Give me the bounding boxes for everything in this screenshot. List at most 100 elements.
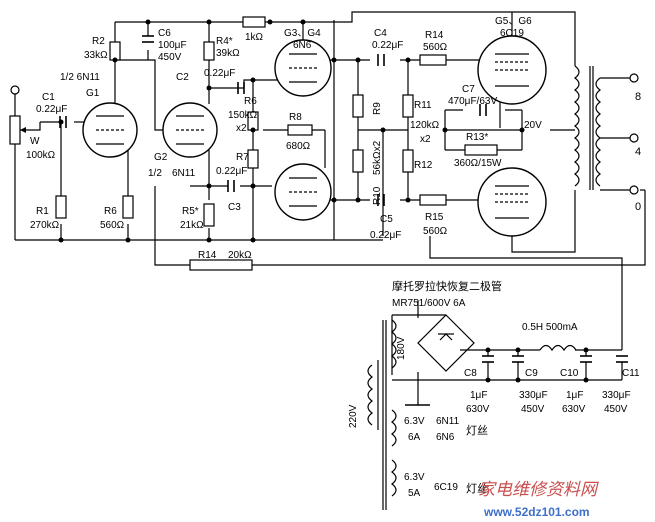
- label-c8-cap: 1μF: [470, 390, 487, 401]
- label-r11-value: 120kΩ: [410, 120, 440, 131]
- label-r1-value: 270kΩ: [30, 220, 60, 231]
- label-r8-value: 680Ω: [286, 141, 311, 152]
- input-terminal: [10, 85, 20, 95]
- label-r-top: 1kΩ: [245, 32, 264, 43]
- label-c9-volt: 450V: [521, 404, 545, 415]
- label-g2-half: 1/2: [148, 168, 162, 179]
- label-r4-value: 39kΩ: [216, 48, 240, 59]
- label-c4-value: 0.22μF: [372, 40, 403, 51]
- label-w-value: 100kΩ: [26, 150, 56, 161]
- label-w: W: [30, 136, 40, 147]
- label-x2b: x2: [420, 134, 431, 145]
- label-r6a-value: 150kΩ: [228, 110, 258, 121]
- label-tap-8: 8: [635, 91, 641, 103]
- watermark-url: www.52dz101.com: [483, 505, 590, 519]
- label-fil1-heater: 灯丝: [466, 424, 488, 437]
- label-c9: C9: [525, 368, 538, 379]
- label-g2-type: 6N11: [172, 168, 196, 179]
- label-fil2-tube: 6C19: [434, 482, 458, 493]
- label-r2: R2: [92, 36, 105, 47]
- label-r6b: R6: [104, 206, 117, 217]
- label-c2: C2: [176, 72, 189, 83]
- label-c3: C3: [228, 202, 241, 213]
- label-r14b-value: 20kΩ: [228, 250, 252, 261]
- label-c5: C5: [380, 214, 393, 225]
- label-20v: 20V: [524, 120, 542, 131]
- label-fil2-volt: 6.3V: [404, 472, 425, 483]
- label-c1-value: 0.22μF: [36, 104, 67, 115]
- label-diode-part: MR751/600V 6A: [392, 298, 466, 309]
- resistors: [9, 16, 498, 271]
- label-r9: R9: [372, 102, 383, 115]
- label-r6a: R6: [244, 96, 257, 107]
- label-c10-volt: 630V: [562, 404, 586, 415]
- label-r4: R4*: [216, 36, 233, 47]
- watermark: 家电维修资料网 www.52dz101.com: [478, 480, 599, 519]
- choke-inductor: [539, 344, 577, 352]
- component-labels: R2 33kΩ C6 100μF 450V R4* 39kΩ 1kΩ G3、G4…: [26, 16, 641, 499]
- label-r5-value: 21kΩ: [180, 220, 204, 231]
- label-r13: R13*: [466, 132, 488, 143]
- label-c10-cap: 1μF: [566, 390, 583, 401]
- label-g56-type: 6C19: [500, 28, 524, 39]
- label-220v: 220V: [348, 404, 359, 428]
- junctions: [58, 19, 589, 383]
- label-c6-volt: 450V: [158, 52, 182, 63]
- power-transformer: [367, 319, 397, 510]
- label-x2a: x2: [236, 123, 247, 134]
- label-c7: C7: [462, 84, 475, 95]
- label-c7-value: 470μF/63V: [448, 96, 497, 107]
- label-c10: C10: [560, 368, 579, 379]
- label-r8: R8: [289, 112, 302, 123]
- bridge-rectifier: [417, 314, 475, 372]
- label-fil2-heater: 灯丝: [466, 482, 488, 495]
- label-r9-r10-value: 56kΩx2: [372, 140, 383, 175]
- tube-g3: [274, 39, 332, 97]
- label-c1: C1: [42, 92, 55, 103]
- label-half-6n11: 1/2 6N11: [60, 72, 100, 83]
- label-r15: R15: [425, 212, 444, 223]
- label-g1: G1: [86, 88, 100, 99]
- label-diode-title: 摩托罗拉快恢复二极管: [392, 279, 502, 293]
- label-c9-cap: 330μF: [519, 390, 548, 401]
- label-r10: R10: [372, 186, 383, 205]
- label-r6b-value: 560Ω: [100, 220, 125, 231]
- output-transformer: [574, 65, 639, 195]
- label-r7-value: 0.22μF: [216, 166, 247, 177]
- label-fil1-amp: 6A: [408, 432, 421, 443]
- label-c2-value: 0.22μF: [204, 68, 235, 79]
- label-r14a: R14: [425, 30, 444, 41]
- label-180v: 180V: [396, 336, 407, 360]
- label-r15-value: 560Ω: [423, 226, 448, 237]
- label-c11-cap: 330μF: [602, 390, 631, 401]
- label-r12: R12: [414, 160, 433, 171]
- label-r1: R1: [36, 206, 49, 217]
- label-fil1-tube2: 6N6: [436, 432, 455, 443]
- label-r11: R11: [414, 100, 432, 111]
- label-r2-value: 33kΩ: [84, 50, 108, 61]
- label-c6-cap: 100μF: [158, 40, 187, 51]
- tube-g1: [82, 102, 138, 158]
- label-c4: C4: [374, 28, 387, 39]
- label-g56: G5、G6: [495, 16, 532, 27]
- label-choke: 0.5H 500mA: [522, 322, 578, 333]
- label-fil1-volt: 6.3V: [404, 416, 425, 427]
- label-g2: G2: [154, 152, 168, 163]
- watermark-title: 家电维修资料网: [478, 480, 599, 499]
- tube-g4: [274, 163, 332, 221]
- label-r14a-value: 560Ω: [423, 42, 448, 53]
- tube-g6: [477, 167, 547, 237]
- label-c11-volt: 450V: [604, 404, 628, 415]
- label-r13-value: 360Ω/15W: [454, 158, 502, 169]
- label-c6: C6: [158, 28, 171, 39]
- label-r7: R7: [236, 152, 249, 163]
- label-r14b: R14: [198, 250, 217, 261]
- label-fil1-tube1: 6N11: [436, 416, 460, 427]
- label-g34: G3、G4: [284, 28, 321, 39]
- label-c11: C11: [622, 368, 640, 379]
- label-c5-value: 0.22μF: [370, 230, 401, 241]
- label-c8-volt: 630V: [466, 404, 490, 415]
- tube-g5: [477, 35, 547, 105]
- label-c8: C8: [464, 368, 477, 379]
